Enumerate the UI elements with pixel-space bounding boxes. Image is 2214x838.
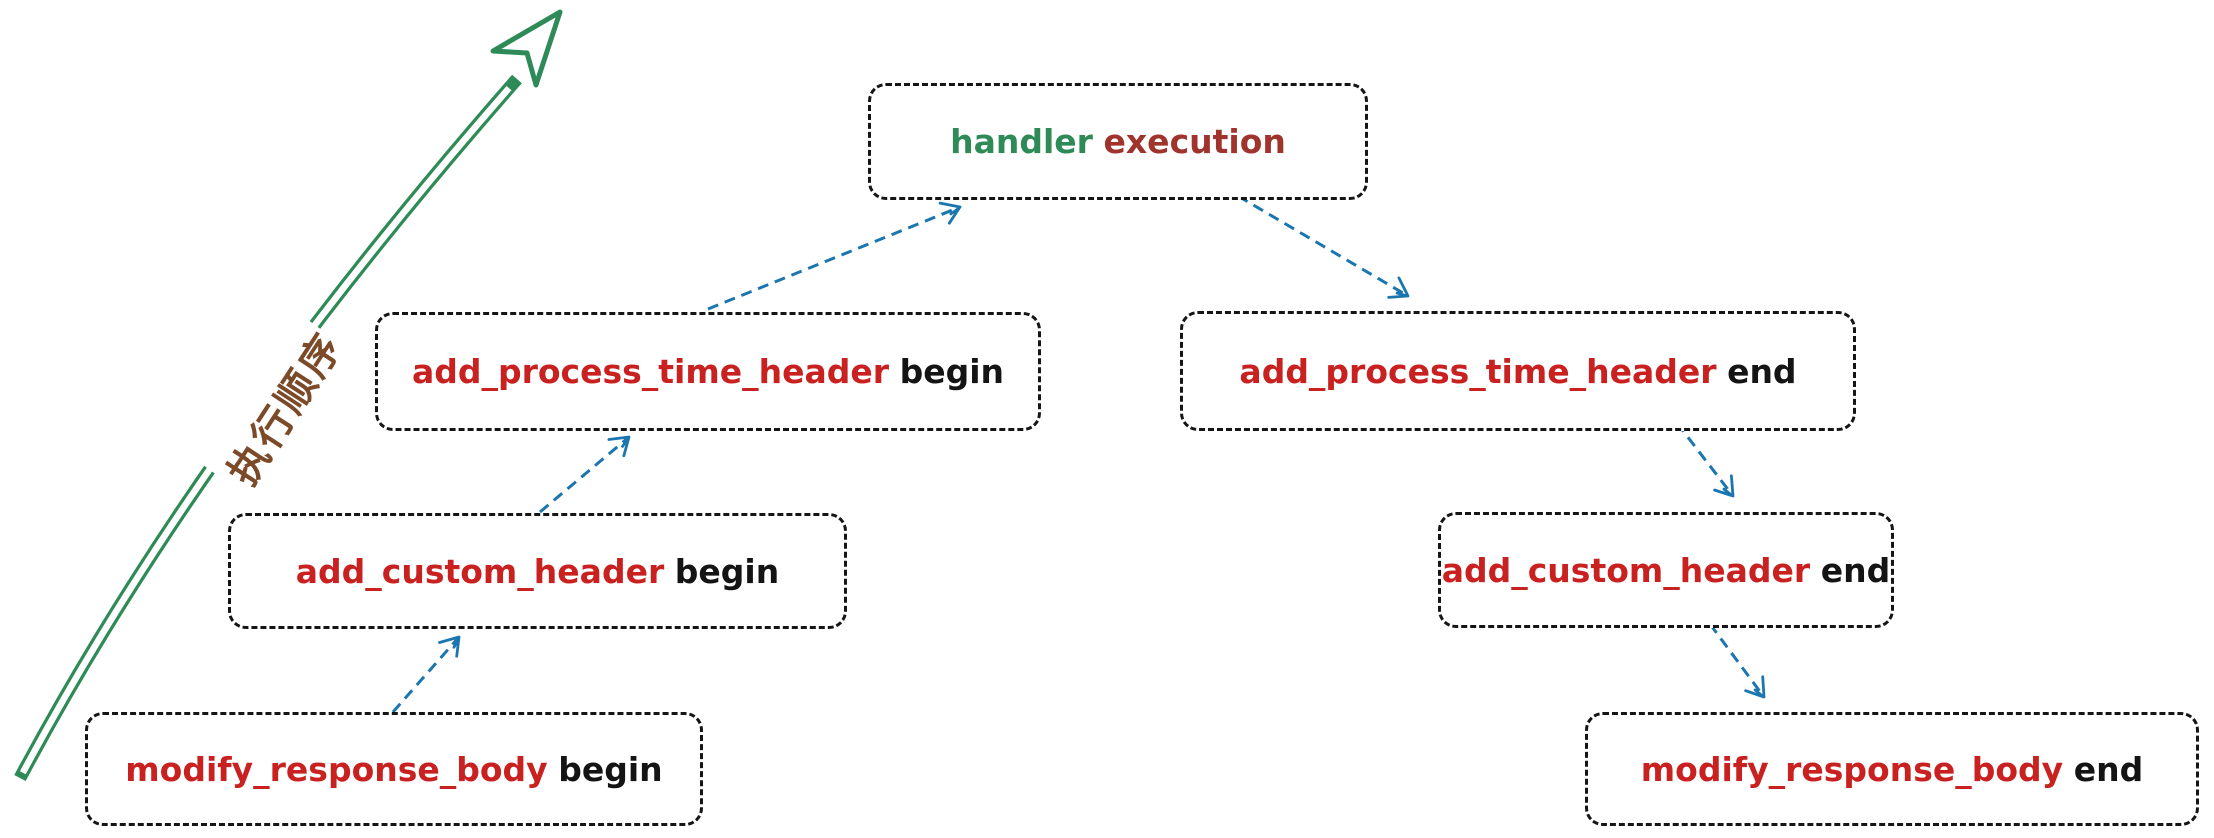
- node-main-text: add_process_time_header: [1239, 351, 1717, 391]
- node-main-text: add_process_time_header: [411, 352, 890, 391]
- node-add-process-time-header-end: add_process_time_header end: [1180, 311, 1856, 431]
- node-suffix-text: end: [2073, 749, 2144, 789]
- connector-handler-to-process-end: [1237, 194, 1410, 299]
- node-main-text: modify_response_body: [125, 749, 548, 789]
- node-suffix-text: begin: [558, 749, 663, 789]
- node-suffix-text: end: [1820, 550, 1891, 590]
- node-add-custom-header-end: add_custom_header end: [1438, 512, 1894, 628]
- node-main-text: modify_response_body: [1640, 749, 2064, 789]
- node-modify-response-body-begin: modify_response_body begin: [85, 712, 703, 826]
- node-modify-response-body-end: modify_response_body end: [1585, 712, 2199, 826]
- connector-modify-begin-to-custom-begin: [391, 635, 461, 713]
- node-suffix-text: end: [1727, 351, 1797, 391]
- node-suffix-text: execution: [1103, 122, 1286, 161]
- node-handler-execution: handler execution: [868, 83, 1368, 200]
- node-suffix-text: begin: [674, 551, 780, 591]
- execution-order-arrowhead-icon: [490, 9, 563, 88]
- node-add-process-time-header-begin: add_process_time_header begin: [375, 312, 1041, 431]
- node-main-text: handler: [950, 122, 1093, 161]
- node-main-text: add_custom_header: [1441, 550, 1811, 590]
- connector-process-end-to-custom-end: [1675, 422, 1735, 498]
- node-add-custom-header-begin: add_custom_header begin: [228, 513, 847, 629]
- node-main-text: add_custom_header: [295, 551, 665, 591]
- connector-process-begin-to-handler: [707, 201, 962, 311]
- connector-custom-begin-to-process-begin: [539, 435, 631, 514]
- connector-custom-end-to-modify-end: [1708, 623, 1766, 699]
- execution-order-label-gap: [198, 316, 327, 479]
- node-suffix-text: begin: [899, 352, 1005, 391]
